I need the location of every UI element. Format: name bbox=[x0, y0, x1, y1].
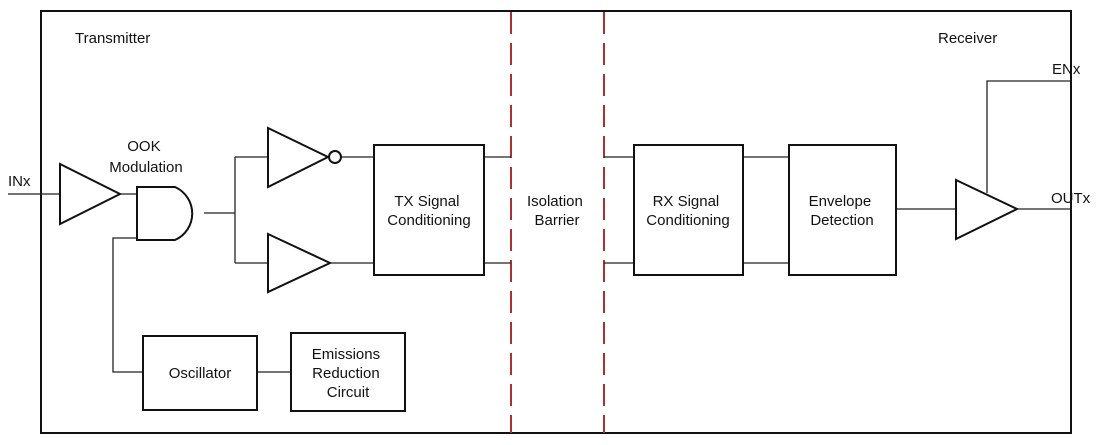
tx-signal-conditioning-block: TX Signal Conditioning bbox=[373, 144, 485, 276]
enable-port-label: ENx bbox=[1052, 61, 1081, 78]
transmitter-title: Transmitter bbox=[75, 30, 150, 47]
device-outline bbox=[40, 10, 1072, 434]
and-gate-icon bbox=[136, 186, 194, 241]
ook-modulation-label: OOK Modulation bbox=[109, 138, 182, 176]
rx-signal-conditioning-block: RX Signal Conditioning bbox=[633, 144, 744, 276]
emissions-reduction-circuit-block: Emissions Reduction Circuit bbox=[290, 332, 406, 412]
inverter-bubble-icon bbox=[328, 150, 342, 164]
svg-text:RX Signal Conditioning: RX Signal Conditioning bbox=[646, 193, 729, 229]
output-port-label: OUTx bbox=[1051, 190, 1091, 207]
input-buffer-icon bbox=[59, 162, 123, 226]
receiver-wiring bbox=[604, 80, 1071, 264]
oscillator-block: Oscillator bbox=[142, 335, 258, 411]
svg-text:TX Signal Conditioning: TX Signal Conditioning bbox=[387, 193, 470, 229]
transmitter-wiring bbox=[8, 156, 511, 373]
output-buffer-icon bbox=[955, 178, 1020, 241]
receiver-title: Receiver bbox=[938, 30, 997, 47]
svg-text:Isolation Barrier: Isolation Barrier bbox=[527, 193, 587, 229]
inverting-buffer-icon bbox=[267, 126, 331, 189]
isolation-barrier-label: Isolation Barrier bbox=[527, 193, 587, 229]
envelope-detection-block: Envelope Detection bbox=[788, 144, 897, 276]
svg-text:Envelope Detection: Envelope Detection bbox=[809, 193, 876, 229]
svg-text:Oscillator: Oscillator bbox=[169, 365, 232, 382]
non-inverting-buffer-icon bbox=[267, 232, 333, 294]
svg-text:Emissions Reduction: Emissions Reduction Circuit bbox=[312, 346, 385, 401]
input-port-label: INx bbox=[8, 173, 31, 190]
